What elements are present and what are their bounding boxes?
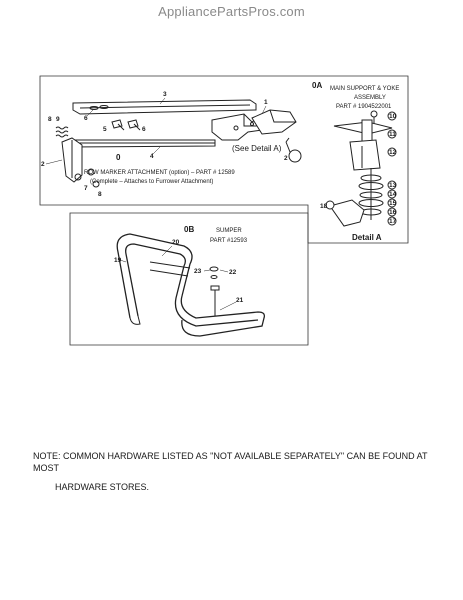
detail-a-assembly (325, 110, 393, 227)
section-0b-title-line1: SUMPER (216, 228, 242, 234)
callout-9a: 8 (48, 116, 52, 123)
sumper-frame (116, 233, 266, 337)
callout-10: 10 (389, 113, 397, 120)
section-0a-title-line1: MAIN SUPPORT & YOKE (330, 86, 399, 92)
callout-4: 4 (150, 153, 154, 160)
section-0a-id: 0A (312, 81, 322, 90)
callout-15: 15 (389, 200, 397, 207)
hardware-note: NOTE: COMMON HARDWARE LISTED AS "NOT AVA… (33, 451, 428, 473)
section-0-caption-line2: (Complete – Attaches to Furrower Attachm… (90, 179, 213, 185)
callout-6b: 6 (142, 126, 146, 133)
callout-19: 19 (114, 257, 122, 264)
callout-22: 22 (229, 269, 237, 276)
section-0-id: 0 (116, 153, 121, 162)
callout-16: 16 (389, 209, 397, 216)
detail-a-label: Detail A (352, 233, 382, 242)
callout-13: 13 (389, 182, 397, 189)
callout-3: 3 (163, 91, 167, 98)
callout-8b: 8 (98, 191, 102, 198)
site-header: AppliancePartsPros.com (158, 4, 305, 19)
callout-12: 12 (389, 149, 397, 156)
row-marker-assembly (55, 99, 302, 188)
section-0-caption-line1: ROW MARKER ATTACHMENT (option) – PART # … (84, 170, 235, 176)
callout-7: 6 (84, 115, 88, 122)
callout-9b: 9 (56, 116, 60, 123)
callout-20: 20 (172, 239, 180, 246)
see-detail-a: (See Detail A) (232, 144, 282, 153)
callout-5: 2 (284, 155, 288, 162)
section-0b-title-line2: PART #12593 (210, 238, 248, 244)
section-0a-title-line3: PART # 1904522001 (336, 104, 392, 110)
section-frame-0b (69, 212, 309, 346)
section-0a-title-line2: ASSEMBLY (354, 95, 386, 101)
callout-1: 1 (264, 99, 268, 106)
callout-17: 17 (389, 218, 397, 225)
callout-18: 18 (320, 203, 328, 210)
callout-14: 14 (389, 191, 397, 198)
callout-23: 23 (194, 268, 202, 275)
callout-11: 11 (389, 131, 396, 138)
callout-21: 21 (236, 297, 244, 304)
callout-2: 2 (41, 161, 45, 168)
section-0b-id: 0B (184, 225, 194, 234)
callout-8a: 7 (84, 185, 88, 192)
callout-6a: 5 (103, 126, 107, 133)
hardware-note-line2: HARDWARE STORES. (55, 482, 150, 492)
